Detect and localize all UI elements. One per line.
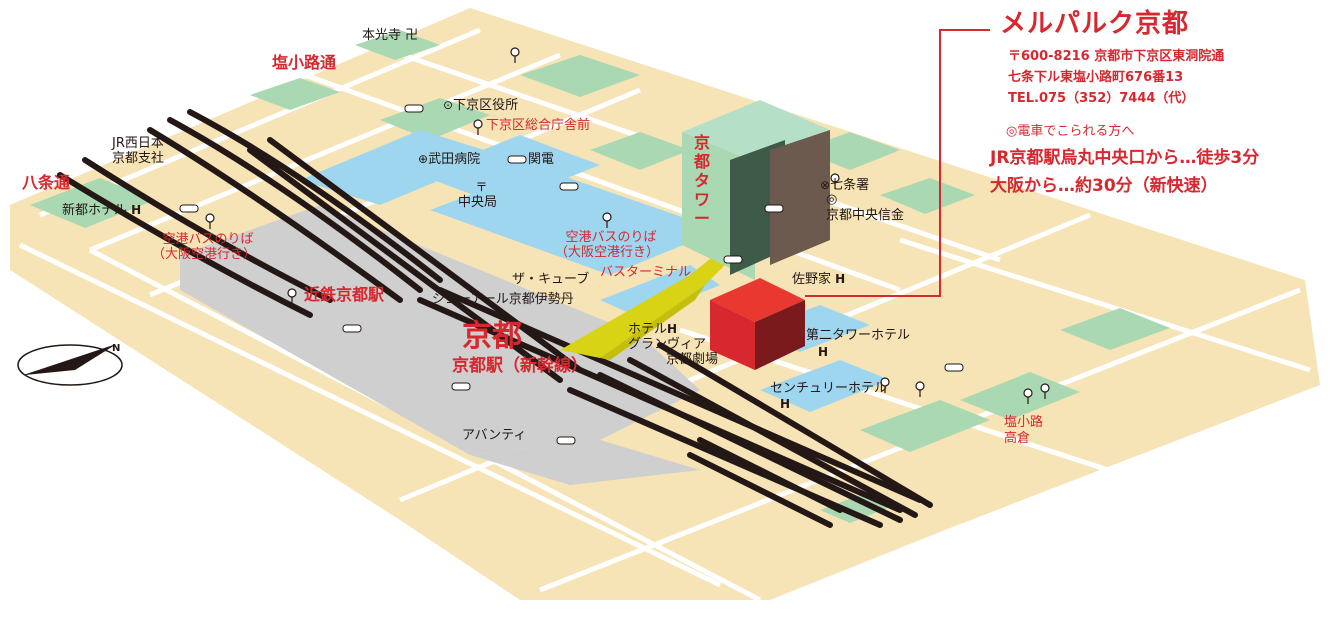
label-shimogyo-bus-stop: 下京区総合庁舎前 — [486, 118, 591, 133]
label-sanoya: 佐野家 H — [792, 272, 846, 287]
label-kyoto-chuo-shinkin: 京都中央信金 — [826, 208, 905, 223]
label-shiokoji-dori: 塩小路通 — [272, 53, 337, 72]
crossing-marks — [179, 104, 964, 445]
label-airport-bus-center: 空港バスのりば（大阪空港行き） — [555, 230, 660, 260]
label-bus-terminal: バスターミナル — [600, 265, 692, 280]
hospital-icon: ⊕ — [418, 152, 429, 166]
label-jr-isetan: ジェーアール京都伊勢丹 — [432, 292, 574, 307]
label-kyoto-gekijo: 京都劇場 — [666, 352, 719, 367]
hotel-leader-line — [805, 29, 990, 297]
hotel-icon: H — [818, 345, 829, 359]
hotel-icon: H — [780, 397, 791, 411]
ward-office-icon: ⊙ — [443, 98, 454, 112]
label-central-post: 〒中央局 — [458, 180, 498, 210]
pedestrian-path — [560, 255, 728, 358]
kyoto-tower-roof — [682, 100, 830, 162]
label-kanden: 関電 — [528, 152, 555, 167]
label-kintetsu-station: 近鉄京都駅 — [304, 285, 385, 304]
label-dai2-tower-hotel: 第二タワーホテル — [806, 328, 911, 343]
label-shiokoji-takakura: 塩小路高倉 — [1004, 415, 1044, 446]
label-kyoto-tower: 京都タワー — [694, 133, 711, 228]
temple-icon: 卍 — [405, 28, 419, 43]
hotel-tel: TEL.075（352）7444（代） — [1008, 91, 1195, 106]
hotel-building-top — [710, 278, 805, 322]
label-the-cube: ザ・キューブ — [512, 272, 590, 287]
label-century-hotel: センチュリーホテル — [770, 381, 888, 396]
station-platform-south — [470, 440, 700, 485]
label-jr-west: JR西日本京都支社 — [112, 136, 165, 166]
label-shimogyo-office: ⊙下京区役所 — [443, 98, 519, 113]
hotel-building-side — [755, 300, 805, 370]
post-office-icon: 〒 — [475, 180, 488, 194]
label-shichijo-police: ⊗七条署 — [820, 178, 870, 193]
label-hachijo-dori: 八条通 — [22, 173, 71, 192]
hotel-address-line2: 七条下ル東塩小路町676番13 — [1008, 70, 1184, 85]
kyoto-tower-side — [770, 130, 830, 265]
bank-icon: ◎ — [826, 192, 838, 207]
hotel-icon: H — [835, 272, 846, 286]
access-line-1: JR京都駅烏丸中央口から…徒歩3分 — [990, 148, 1260, 168]
hotel-building-front — [710, 300, 755, 370]
label-shinmiyako-hotel: 新都ホテル H — [62, 203, 142, 218]
compass-icon — [17, 344, 123, 386]
label-airport-bus-west: 空港バスのりば（大阪空港行き） — [152, 232, 257, 262]
railway-tracks — [57, 109, 933, 528]
north-label: N — [112, 343, 121, 354]
label-takeda-hospital: ⊕武田病院 — [418, 152, 481, 167]
hotel-name: メルパルク京都 — [1000, 9, 1190, 39]
hotel-icon: H — [131, 203, 142, 217]
police-icon: ⊗ — [820, 178, 831, 192]
label-avanti: アバンティ — [462, 428, 527, 443]
bus-stop-pins — [205, 47, 1050, 404]
hotel-info-panel: メルパルク京都 〒600-8216 京都市下京区東洞院通 七条下ル東塩小路町67… — [990, 8, 1259, 200]
label-honkoji: 本光寺 卍 — [362, 28, 419, 43]
hotel-postal-address: 〒600-8216 京都市下京区東洞院通 — [1008, 49, 1225, 64]
label-kyoto-big: 京都 — [462, 319, 522, 354]
label-kyoto-station-shinkansen: 京都駅（新幹線） — [452, 356, 588, 376]
hotel-icon: H — [667, 322, 678, 336]
access-line-2: 大阪から…約30分（新快速） — [990, 176, 1218, 196]
access-heading: ◎電車でこられる方へ — [1006, 124, 1135, 139]
